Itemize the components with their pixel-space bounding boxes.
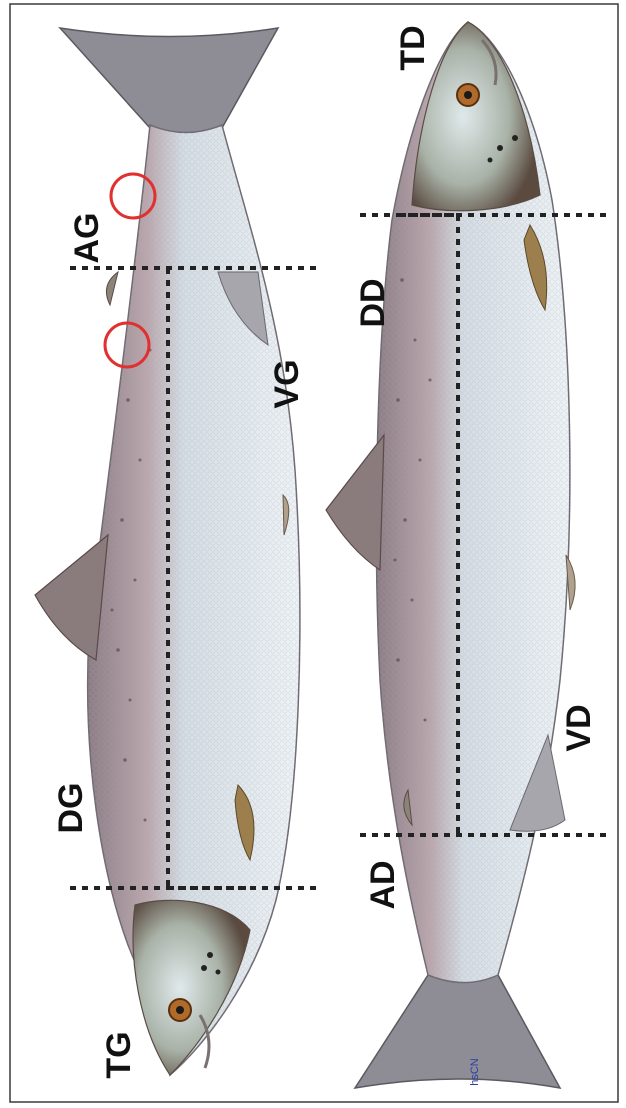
- adipose-fin-left: [106, 272, 118, 305]
- label-ag: AG: [68, 213, 106, 264]
- salmon-right: [326, 22, 575, 1088]
- salmon-left: [35, 28, 300, 1075]
- label-vd: VD: [560, 704, 598, 751]
- label-td: TD: [394, 25, 432, 70]
- tail-fin-right: [355, 968, 560, 1089]
- dorsal-fin-right: [326, 435, 384, 570]
- tail-fin-left: [60, 28, 278, 140]
- label-tg: TG: [100, 1031, 138, 1078]
- label-ad: AD: [364, 860, 402, 909]
- handwritten-note: hsCN: [469, 1058, 481, 1086]
- label-dg: DG: [52, 783, 90, 834]
- label-vg: VG: [268, 359, 306, 408]
- label-dd: DD: [354, 278, 392, 327]
- dorsal-fin-left: [35, 535, 108, 660]
